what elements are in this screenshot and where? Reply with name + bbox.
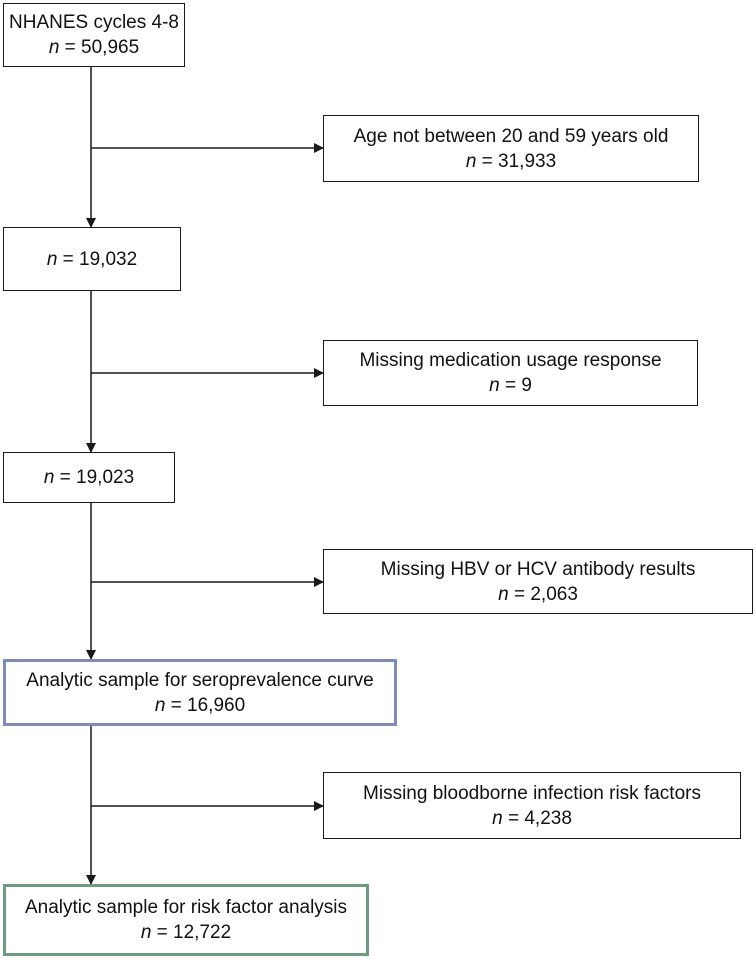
box-title: Missing bloodborne infection risk factor… [363, 782, 701, 804]
n-symbol: n [154, 694, 166, 716]
box-count: n = 9 [489, 375, 532, 396]
box-nhanes-cycles: NHANES cycles 4-8 n = 50,965 [3, 3, 185, 67]
box-exclusion-age: Age not between 20 and 59 years old n = … [323, 115, 699, 182]
box-n-19032: n = 19,032 [3, 227, 181, 291]
n-symbol: n [489, 375, 500, 396]
n-symbol: n [465, 150, 477, 172]
box-exclusion-antibody: Missing HBV or HCV antibody results n = … [323, 549, 753, 614]
n-symbol: n [492, 807, 503, 829]
box-title: Missing HBV or HCV antibody results [380, 558, 696, 580]
n-symbol: n [48, 37, 60, 58]
box-count: n = 2,063 [498, 583, 578, 605]
box-exclusion-medication: Missing medication usage response n = 9 [323, 340, 698, 406]
n-symbol: n [498, 583, 509, 605]
box-count: n = 4,238 [492, 807, 572, 829]
box-title: Analytic sample for risk factor analysis [24, 897, 348, 918]
box-count: n = 16,960 [154, 694, 246, 716]
box-count: n = 50,965 [48, 37, 140, 58]
box-exclusion-risk-factors: Missing bloodborne infection risk factor… [323, 772, 741, 839]
box-count: n = 19,032 [46, 248, 138, 270]
box-title: Analytic sample for seroprevalence curve [26, 669, 374, 691]
box-n-19023: n = 19,023 [3, 452, 175, 503]
box-count: n = 19,023 [43, 467, 135, 488]
box-title: Missing medication usage response [359, 350, 662, 371]
box-count: n = 31,933 [465, 150, 557, 172]
box-title: Age not between 20 and 59 years old [353, 125, 669, 147]
n-symbol: n [43, 467, 55, 488]
n-symbol: n [46, 248, 58, 270]
box-count: n = 12,722 [140, 922, 232, 943]
n-symbol: n [140, 922, 152, 943]
box-title: NHANES cycles 4-8 [9, 12, 179, 33]
box-risk-factor-sample: Analytic sample for risk factor analysis… [3, 884, 369, 956]
box-seroprevalence-sample: Analytic sample for seroprevalence curve… [3, 659, 397, 726]
